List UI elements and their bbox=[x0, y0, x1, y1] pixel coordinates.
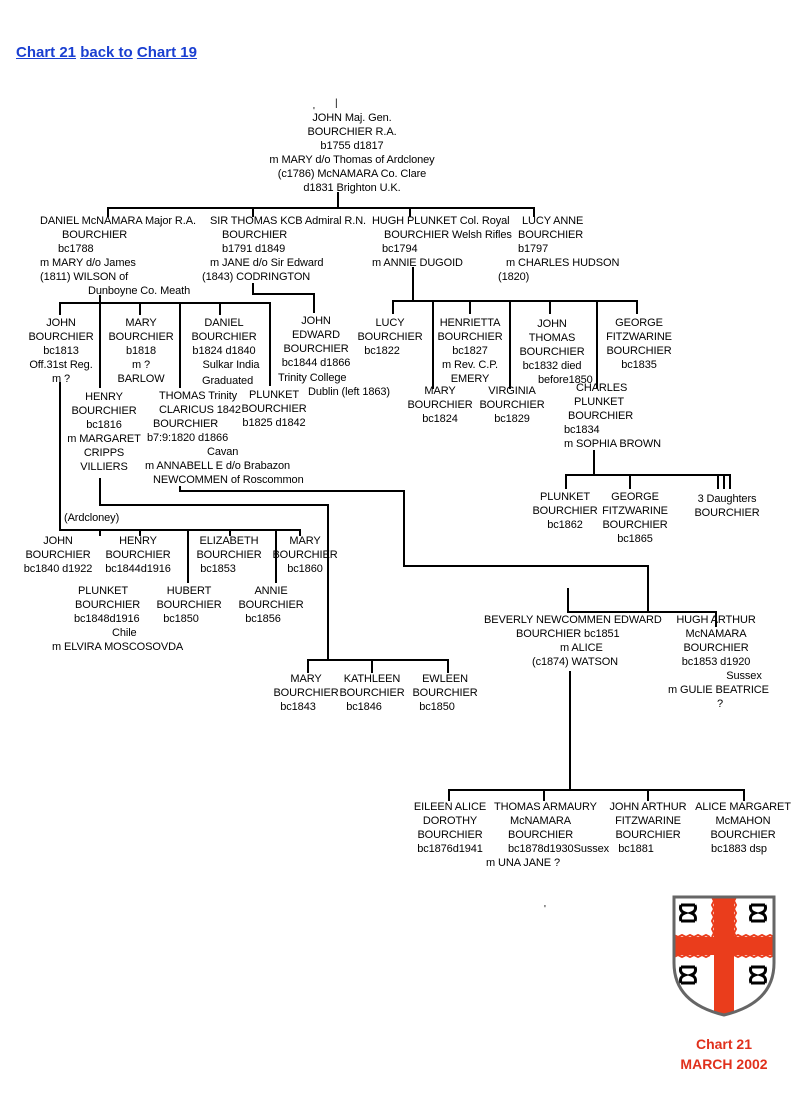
chart-date-label: MARCH 2002 bbox=[680, 1056, 768, 1072]
chart-21-link[interactable]: Chart 21 bbox=[16, 44, 77, 61]
chart-navigation: Chart 21 back to Chart 19 bbox=[16, 44, 197, 61]
tick-mark: | bbox=[335, 98, 338, 109]
note-graduated: Graduated bbox=[202, 375, 254, 387]
coat-of-arms-shield-icon bbox=[672, 895, 776, 1017]
chart-number-label: Chart 21 bbox=[695, 1036, 753, 1052]
note-ardcloney: (Ardcloney) bbox=[64, 512, 120, 524]
chart-19-link[interactable]: Chart 19 bbox=[136, 44, 197, 61]
chart-footer: Chart 21 MARCH 2002 bbox=[664, 1034, 784, 1074]
tick-mark: ' bbox=[313, 106, 315, 117]
tick-mark: ' bbox=[544, 904, 546, 915]
back-to-link[interactable]: back to bbox=[80, 44, 133, 61]
